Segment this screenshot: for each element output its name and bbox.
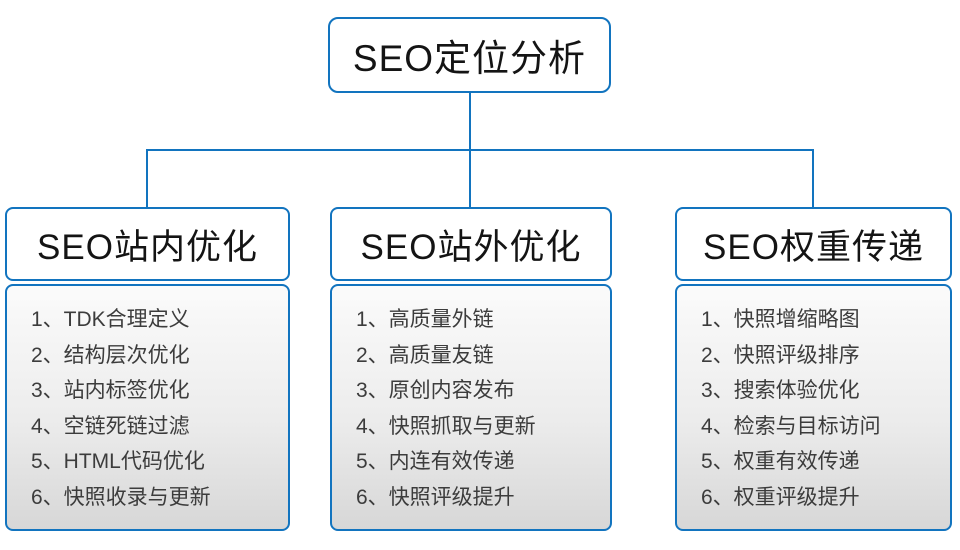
- branch-offsite-panel: 1、高质量外链 2、高质量友链 3、原创内容发布 4、快照抓取与更新 5、内连有…: [330, 284, 612, 531]
- list-item: 1、高质量外链: [356, 308, 494, 331]
- list-item: 3、原创内容发布: [356, 379, 515, 402]
- branch-weight-title: SEO权重传递: [675, 207, 952, 281]
- list-item: 6、快照评级提升: [356, 485, 515, 509]
- list-item: 4、快照抓取与更新: [356, 414, 536, 438]
- connector-horizontal: [146, 149, 814, 151]
- branch-weight: SEO权重传递 1、快照增缩略图 2、快照评级排序 3、搜索体验优化 4、检索与…: [675, 207, 952, 531]
- branch-onsite: SEO站内优化 1、TDK合理定义 2、结构层次优化 3、站内标签优化 4、空链…: [5, 207, 290, 531]
- connector-vertical-left: [146, 150, 148, 207]
- branch-onsite-panel: 1、TDK合理定义 2、结构层次优化 3、站内标签优化 4、空链死链过滤 5、H…: [5, 284, 290, 531]
- list-item: 6、快照收录与更新: [31, 485, 211, 509]
- list-item: 1、快照增缩略图: [701, 308, 860, 331]
- list-item: 5、权重有效传递: [701, 450, 860, 473]
- list-item: 6、权重评级提升: [701, 485, 860, 509]
- branch-weight-panel: 1、快照增缩略图 2、快照评级排序 3、搜索体验优化 4、检索与目标访问 5、权…: [675, 284, 952, 531]
- list-item: 2、结构层次优化: [31, 343, 190, 367]
- list-item: 5、HTML代码优化: [31, 450, 205, 473]
- root-node: SEO定位分析: [328, 17, 611, 93]
- list-item: 4、检索与目标访问: [701, 414, 881, 438]
- list-item: 4、空链死链过滤: [31, 414, 190, 438]
- branch-offsite: SEO站外优化 1、高质量外链 2、高质量友链 3、原创内容发布 4、快照抓取与…: [330, 207, 612, 531]
- list-item: 2、高质量友链: [356, 343, 494, 367]
- branch-onsite-title: SEO站内优化: [5, 207, 290, 281]
- list-item: 5、内连有效传递: [356, 450, 515, 473]
- list-item: 3、搜索体验优化: [701, 379, 860, 402]
- branch-offsite-title: SEO站外优化: [330, 207, 612, 281]
- list-item: 3、站内标签优化: [31, 379, 190, 402]
- connector-vertical-right: [812, 150, 814, 207]
- root-node-title: SEO定位分析: [352, 38, 587, 79]
- list-item: 1、TDK合理定义: [31, 308, 190, 331]
- list-item: 2、快照评级排序: [701, 343, 860, 367]
